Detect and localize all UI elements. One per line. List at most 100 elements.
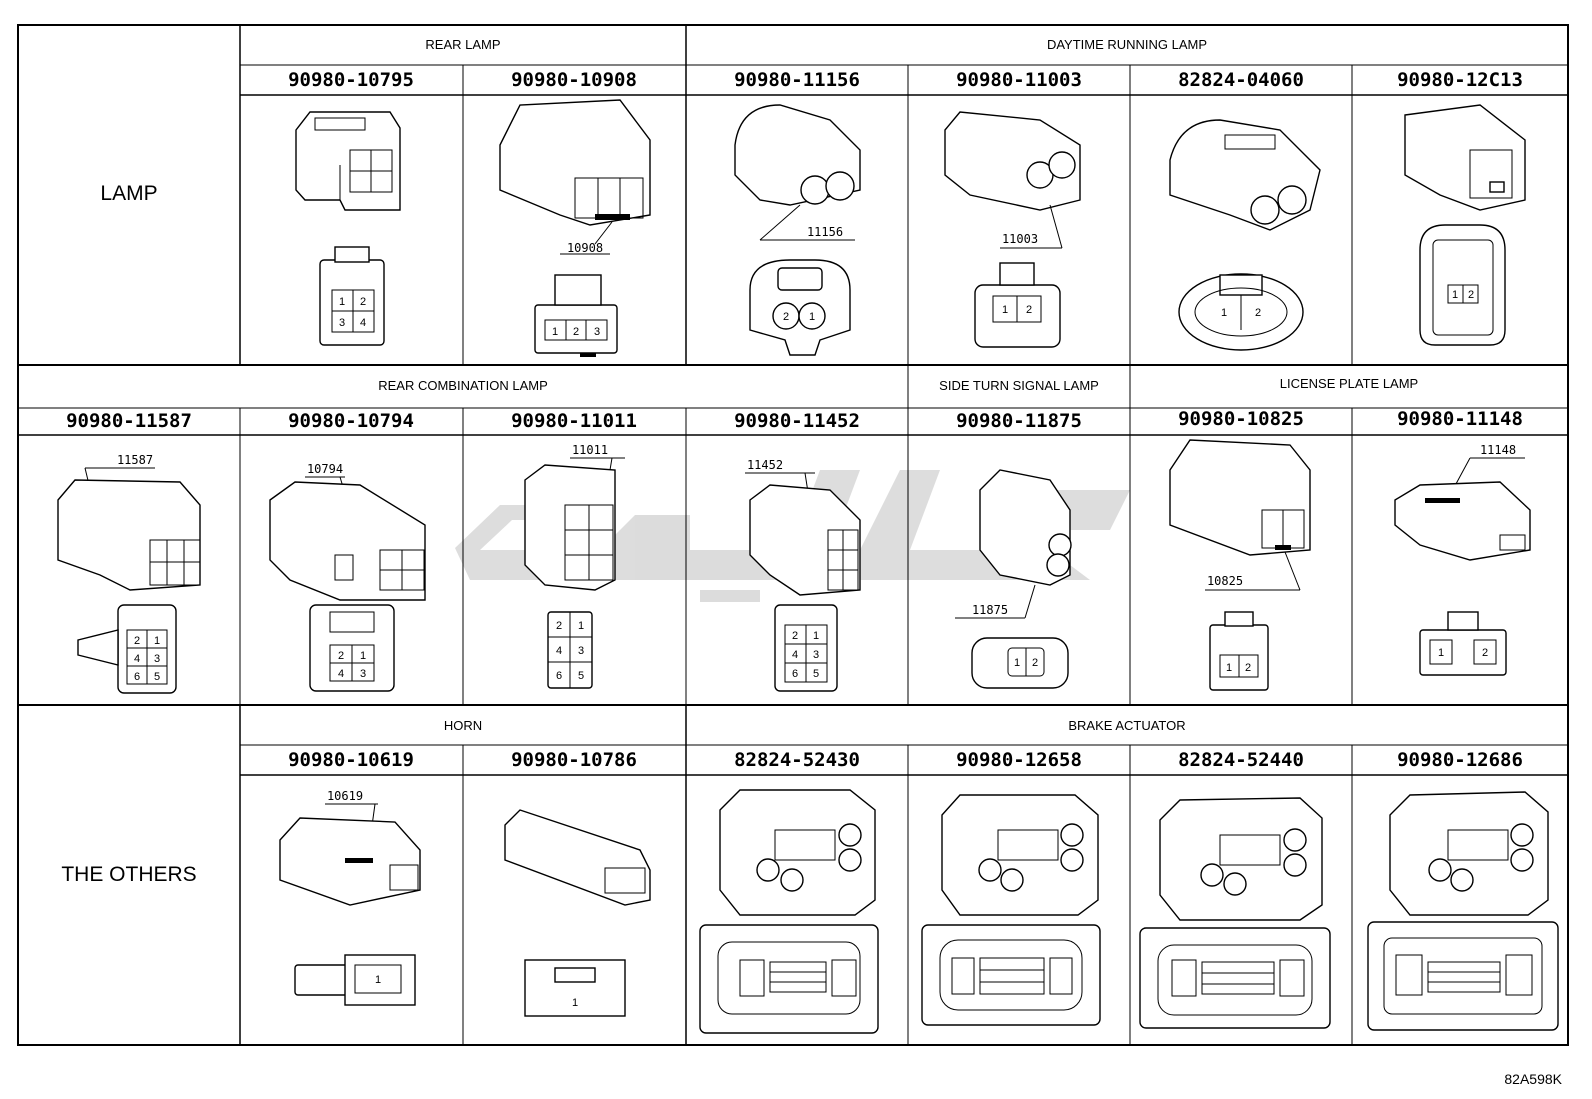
pin-label: 3 <box>594 326 600 338</box>
callout-label: 10908 <box>567 241 603 255</box>
part-number: 90980-10786 <box>511 749 637 771</box>
pin-label: 4 <box>338 668 344 680</box>
connector-illustration <box>1389 791 1549 916</box>
pin-label: 5 <box>578 670 584 682</box>
part-number: 90980-10795 <box>288 69 414 91</box>
part-number: 82824-52430 <box>734 749 860 771</box>
part-number: 90980-10619 <box>288 749 414 771</box>
callout-label: 11003 <box>1002 232 1038 246</box>
pin-label: 1 <box>339 296 345 308</box>
connector-face-view: 1 <box>294 954 416 1006</box>
connector-illustration <box>941 794 1099 916</box>
connector-face-view: 1 2 <box>1178 273 1304 351</box>
pin-label: 1 <box>813 630 819 642</box>
pin-label: 2 <box>1468 289 1474 301</box>
connector-face-view <box>921 924 1101 1026</box>
connector-illustration <box>1159 797 1323 921</box>
pin-label: 2 <box>556 620 562 632</box>
connector-illustration <box>944 111 1081 249</box>
group-rear-combination-lamp: REAR COMBINATION LAMP <box>378 378 548 393</box>
pin-label: 3 <box>813 649 819 661</box>
callout-label: 10619 <box>327 789 363 803</box>
part-number: 90980-11587 <box>66 410 192 432</box>
connector-face-view <box>1139 927 1331 1029</box>
part-number: 90980-11156 <box>734 69 860 91</box>
category-the-others: THE OTHERS <box>61 863 196 886</box>
pin-label: 1 <box>1221 307 1227 319</box>
callout-label: 11011 <box>572 443 608 457</box>
connector-illustration <box>504 809 651 906</box>
document-id: 82A598K <box>1504 1071 1562 1087</box>
callout-label: 11452 <box>747 458 783 472</box>
part-number: 90980-12C13 <box>1397 69 1523 91</box>
pin-label: 1 <box>1226 662 1232 674</box>
connector-face-view <box>1367 921 1559 1031</box>
pin-label: 6 <box>134 671 140 683</box>
connector-illustration <box>1394 481 1531 561</box>
connector-illustration <box>269 481 426 601</box>
pin-label: 1 <box>375 974 381 986</box>
pin-label: 2 <box>1245 662 1251 674</box>
pin-label: 6 <box>792 668 798 680</box>
pin-label: 3 <box>339 317 345 329</box>
pin-label: 1 <box>154 635 160 647</box>
connector-illustration <box>57 479 201 591</box>
pin-label: 1 <box>572 997 578 1009</box>
connector-illustration <box>295 111 401 211</box>
pin-label: 1 <box>578 620 584 632</box>
pin-label: 2 <box>338 650 344 662</box>
pin-label: 2 <box>1255 307 1261 319</box>
connector-face-view <box>699 924 879 1034</box>
connector-face-view: 2 1 4 3 <box>309 604 395 692</box>
pin-label: 1 <box>1438 647 1444 659</box>
pin-label: 2 <box>360 296 366 308</box>
connector-face-view: 1 2 3 <box>534 274 618 357</box>
part-number: 90980-11452 <box>734 410 860 432</box>
group-side-turn-signal-lamp: SIDE TURN SIGNAL LAMP <box>939 378 1099 393</box>
group-brake-actuator: BRAKE ACTUATOR <box>1068 718 1185 733</box>
part-number: 90980-10908 <box>511 69 637 91</box>
pin-label: 3 <box>154 653 160 665</box>
connector-illustration <box>719 789 876 916</box>
connector-face-view: 1 2 <box>1419 611 1507 676</box>
connector-illustration <box>749 484 861 596</box>
part-number: 82824-52440 <box>1178 749 1304 771</box>
connector-illustration <box>279 817 421 906</box>
pin-label: 5 <box>813 668 819 680</box>
pin-label: 3 <box>360 668 366 680</box>
pin-label: 4 <box>792 649 798 661</box>
pin-label: 1 <box>1002 304 1008 316</box>
connector-face-view: 1 <box>524 959 626 1017</box>
callout-label: 11875 <box>972 603 1008 617</box>
connector-illustration <box>524 464 616 591</box>
connector-illustration <box>1404 104 1526 211</box>
pin-label: 2 <box>792 630 798 642</box>
pin-label: 4 <box>556 645 562 657</box>
part-number: 90980-11875 <box>956 410 1082 432</box>
pin-label: 6 <box>556 670 562 682</box>
table-grid <box>17 24 1569 1046</box>
group-horn: HORN <box>444 718 482 733</box>
connector-face-view: 2 1 <box>749 259 851 356</box>
connector-illustration <box>1169 119 1321 231</box>
pin-label: 1 <box>809 311 815 323</box>
connector-face-view: 2 1 4 3 6 5 <box>547 611 593 689</box>
pin-label: 2 <box>1032 657 1038 669</box>
connector-face-view: 1 2 <box>971 637 1069 689</box>
category-lamp: LAMP <box>100 182 157 205</box>
connector-face-view: 2 1 4 3 6 5 <box>774 604 838 692</box>
connector-face-view: 1 2 <box>1419 224 1506 346</box>
pin-label: 1 <box>1014 657 1020 669</box>
group-license-plate-lamp: LICENSE PLATE LAMP <box>1280 376 1418 391</box>
connector-illustration <box>734 104 861 241</box>
pin-label: 1 <box>360 650 366 662</box>
pin-label: 1 <box>552 326 558 338</box>
connector-illustration <box>979 469 1072 619</box>
connector-face-view: 2 1 4 3 6 5 <box>77 604 177 694</box>
callout-label: 11587 <box>117 453 153 467</box>
pin-label: 2 <box>573 326 579 338</box>
part-number: 90980-12686 <box>1397 749 1523 771</box>
connector-illustration <box>1169 439 1311 591</box>
group-rear-lamp: REAR LAMP <box>425 37 500 52</box>
